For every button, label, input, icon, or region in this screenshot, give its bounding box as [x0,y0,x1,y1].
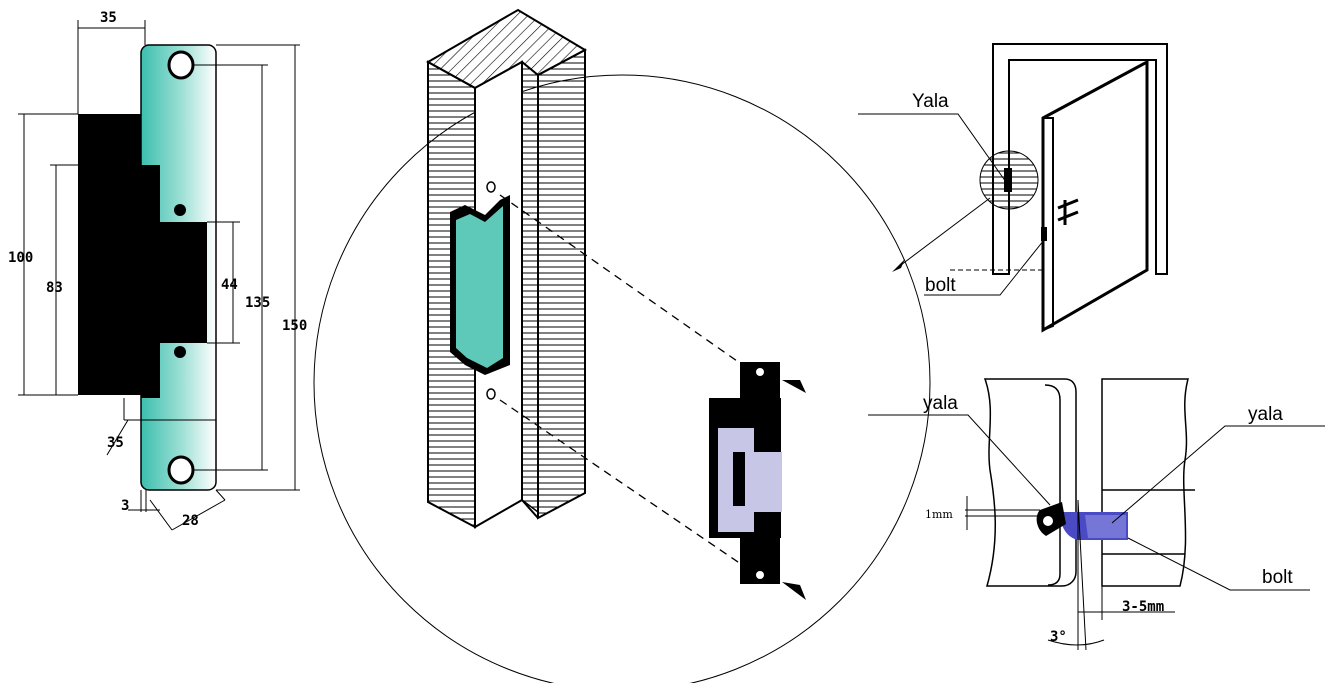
section-door-right [1101,378,1189,587]
offset-label: 3-5mm [1122,599,1164,615]
section-view: yala yala bolt 1mm 3-5mm 3° [868,378,1325,651]
dim-28: 28 [182,513,199,529]
electric-strike-device [709,362,806,600]
section-lock-label-right: yala [1248,404,1283,425]
door-bolt-label: bolt [925,275,956,296]
screw-upper [174,204,186,216]
door-leaf [1041,59,1149,333]
dim-top-35: 35 [100,10,117,26]
dim-135: 135 [245,295,270,311]
door-frame [992,43,1168,275]
section-lock-label-left: yala [923,393,958,414]
section-frame-left [983,378,1077,587]
dim-83: 83 [46,280,63,296]
dim-150: 150 [282,318,307,334]
dim-100: 100 [8,250,33,266]
dim-44: 44 [221,277,238,293]
mount-hole-top [167,50,195,80]
strike-body [78,114,207,398]
strike-plate-drawing: 35 100 83 44 135 150 35 3 28 [8,10,307,531]
dim-bottom-35: 35 [107,435,124,451]
gap-1mm-label: 1mm [925,508,953,521]
mount-hole-bottom [167,455,195,485]
frame-rebate [521,60,539,514]
strike-cutout-fill [456,206,503,368]
door-overview: Yala bolt [858,43,1168,333]
door-lock-label: Yala [912,91,949,112]
screw-lower [174,346,186,358]
frame-right-face [537,48,586,520]
frame-detail-view [313,8,931,683]
section-bolt-label: bolt [1262,567,1293,588]
detail-circle [313,74,931,683]
angle-label: 3° [1050,629,1067,645]
dim-3: 3 [121,498,129,514]
